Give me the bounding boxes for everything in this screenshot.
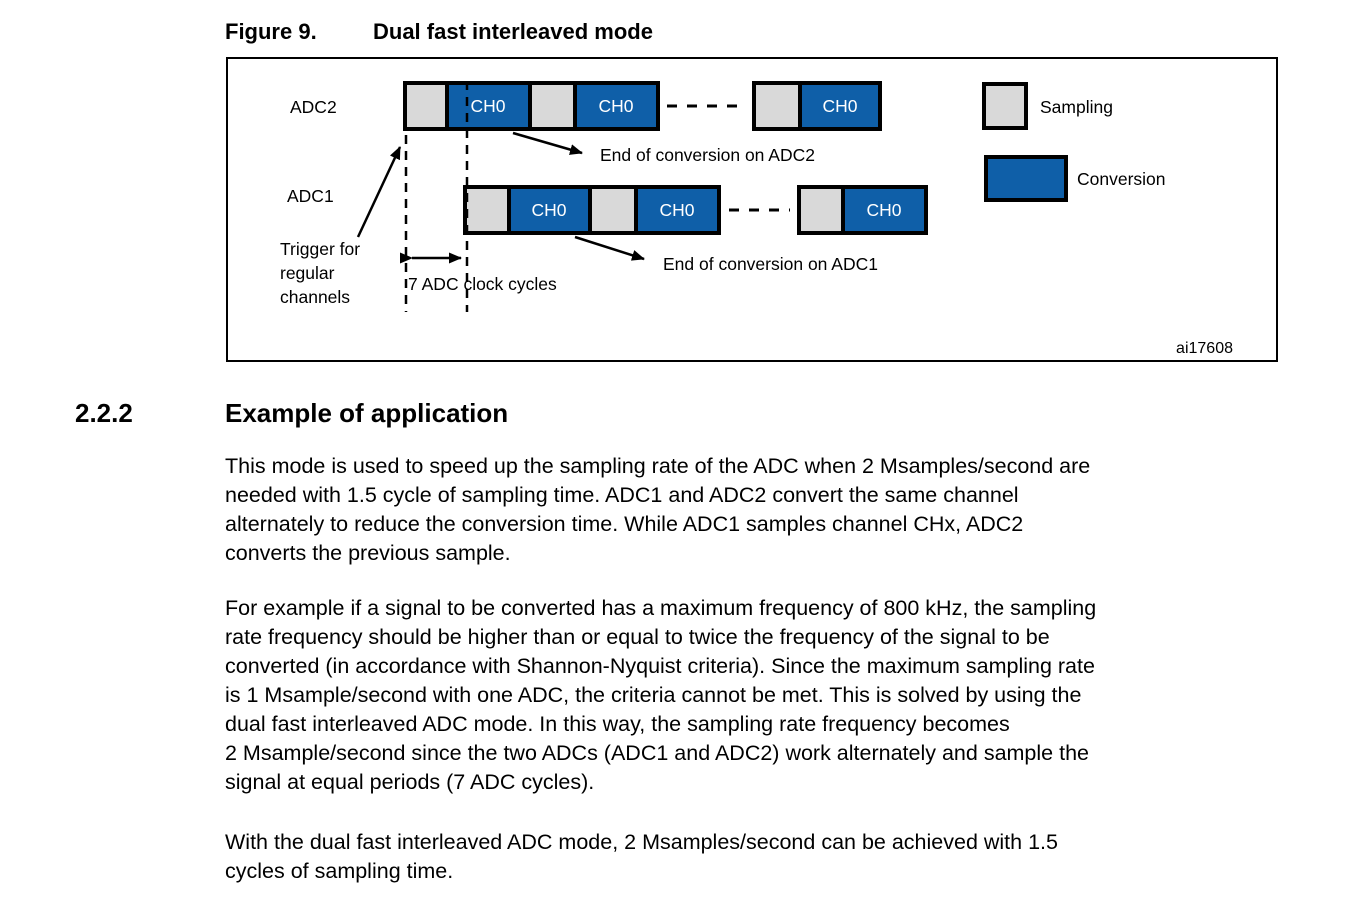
- clock-cycles-label: 7 ADC clock cycles: [408, 274, 557, 294]
- adc1-row-label: ADC1: [287, 186, 334, 206]
- adc1-conversion-block-3: [841, 185, 928, 235]
- figure-9-timing-diagram: ADC2 ADC1 CH0 CH0 CH0 CH0 CH0: [226, 57, 1278, 363]
- eoc-adc2-label: End of conversion on ADC2: [600, 145, 815, 165]
- adc2-row-label: ADC2: [290, 97, 337, 117]
- adc1-sampling-block-3: [797, 185, 845, 235]
- adc1-ch0-label-1: CH0: [531, 200, 566, 220]
- legend-sampling-swatch: [982, 82, 1028, 130]
- figure-caption-label: Figure 9.: [225, 19, 317, 44]
- body-paragraph-2: For example if a signal to be converted …: [225, 596, 1097, 794]
- body-paragraph-1: This mode is used to speed up the sampli…: [225, 454, 1091, 565]
- legend-sampling-label: Sampling: [1040, 97, 1113, 117]
- adc1-ch0-label-2: CH0: [659, 200, 694, 220]
- eoc-adc1-label: End of conversion on ADC1: [663, 254, 878, 274]
- figure-caption: Figure 9. Dual fast interleaved mode: [225, 19, 1285, 47]
- legend-conversion-label: Conversion: [1077, 169, 1166, 189]
- adc2-sampling-block-3: [752, 81, 802, 131]
- figure-watermark: ai17608: [1176, 340, 1233, 357]
- figure-caption-title: Dual fast interleaved mode: [373, 19, 653, 44]
- adc2-conversion-block-1: [445, 81, 532, 131]
- timing-diagram-svg: ADC2 ADC1 CH0 CH0 CH0 CH0 CH0: [226, 57, 1278, 362]
- eoc-adc1-arrow: [574, 235, 645, 261]
- adc2-ch0-label-3: CH0: [822, 96, 857, 116]
- adc2-conversion-block-2: [573, 81, 660, 131]
- adc2-ch0-label-1: CH0: [470, 96, 505, 116]
- eoc-adc2-arrow: [512, 131, 583, 155]
- legend-conversion-swatch: [984, 155, 1068, 202]
- adc1-sampling-block-2: [588, 185, 638, 235]
- adc2-sampling-block-2: [528, 81, 577, 131]
- adc2-sampling-block-1: [403, 81, 449, 131]
- trigger-label-line2: regular: [280, 263, 335, 283]
- adc2-ch0-label-2: CH0: [598, 96, 633, 116]
- trigger-label-line1: Trigger for: [280, 239, 360, 259]
- body-paragraph-3: With the dual fast interleaved ADC mode,…: [225, 830, 1058, 883]
- section-title: Example of application: [225, 398, 509, 428]
- section-number: 2.2.2: [75, 398, 133, 428]
- adc2-conversion-block-3: [798, 81, 882, 131]
- adc1-ch0-label-3: CH0: [866, 200, 901, 220]
- trigger-arrow: [356, 146, 402, 238]
- figure-border: [226, 57, 1278, 362]
- adc1-conversion-block-2: [634, 185, 721, 235]
- section-heading: 2.2.2 Example of application: [0, 398, 1352, 430]
- trigger-label-line3: channels: [280, 287, 350, 307]
- adc1-sampling-block-1: [463, 185, 511, 235]
